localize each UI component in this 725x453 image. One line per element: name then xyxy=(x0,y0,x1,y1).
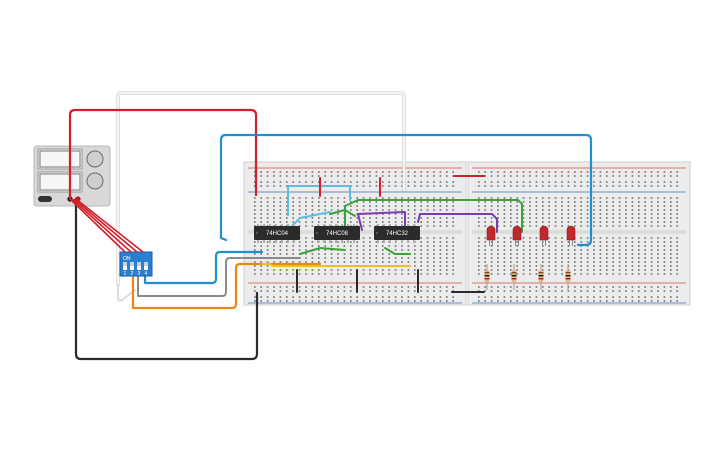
ic-chip-74hc08[interactable]: 74HC08 xyxy=(314,224,360,243)
led-4[interactable] xyxy=(566,225,576,246)
black-wire xyxy=(74,197,259,361)
blue-wire-long xyxy=(219,133,593,247)
led-1[interactable] xyxy=(486,225,496,246)
dip-on-label: ON xyxy=(123,256,131,262)
ic-chip-74hc32[interactable]: 74HC32 xyxy=(374,224,420,243)
ic-chip-label: 74HC04 xyxy=(266,231,289,237)
dip-toggle-3[interactable]: 3 xyxy=(137,262,141,277)
dip-number-label: 1 xyxy=(124,271,127,277)
dip-toggle-2[interactable]: 2 xyxy=(130,262,134,277)
power-switch[interactable] xyxy=(38,196,52,202)
led-3[interactable] xyxy=(539,225,549,246)
wires[interactable] xyxy=(68,91,593,361)
dip-toggle-4[interactable]: 4 xyxy=(144,262,148,277)
ic-chip-label: 74HC32 xyxy=(386,231,409,237)
yellow-wire xyxy=(261,263,411,267)
dip-number-label: 4 xyxy=(145,271,148,277)
voltage-knob-icon[interactable] xyxy=(86,150,104,168)
dip-number-label: 3 xyxy=(138,271,141,277)
orange-wire xyxy=(131,262,322,310)
red-wires-dip[interactable] xyxy=(69,198,144,253)
blue-wire-dip xyxy=(143,250,264,285)
power-supply[interactable] xyxy=(33,145,111,207)
ic-chip-74hc04[interactable]: 74HC04 xyxy=(254,224,300,243)
current-knob-icon[interactable] xyxy=(86,172,104,190)
purple-wire xyxy=(357,211,406,231)
led-2[interactable] xyxy=(512,225,522,246)
dip-number-label: 2 xyxy=(131,271,134,277)
resistor-3[interactable] xyxy=(538,264,544,290)
leds[interactable] xyxy=(486,225,576,246)
ic-chip-label: 74HC08 xyxy=(326,231,349,237)
gray-wire xyxy=(137,257,301,297)
resistor-1[interactable] xyxy=(484,264,490,290)
resistor-2[interactable] xyxy=(511,264,517,290)
breadboard-right xyxy=(467,161,691,306)
red-wire-top xyxy=(68,108,258,201)
dip-toggle-1[interactable]: 1 xyxy=(123,262,127,277)
resistors[interactable] xyxy=(484,264,571,290)
chips[interactable]: 74HC04 74HC08 74HC32 xyxy=(254,224,420,243)
resistor-4[interactable] xyxy=(565,264,571,290)
